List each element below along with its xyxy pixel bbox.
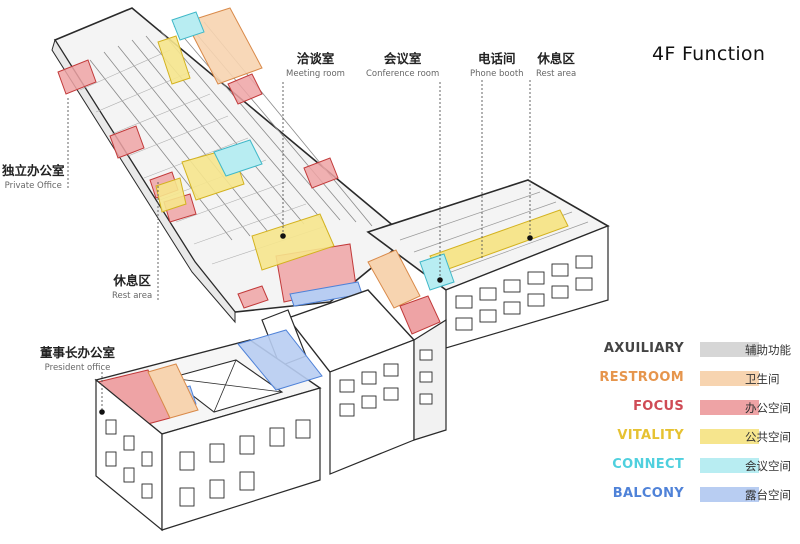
legend-name: BALCONY xyxy=(612,486,684,501)
restroom-top xyxy=(185,7,263,85)
callout-rest-area-top-zh: 休息区 xyxy=(537,51,575,66)
callout-phone-booth-en: Phone booth xyxy=(470,69,524,79)
callout-rest-area-mid-en: Rest area xyxy=(112,291,153,301)
callout-leaders xyxy=(67,80,531,410)
callout-private-office: 独立办公室 Private Office xyxy=(2,160,65,191)
legend-name: VITALITY xyxy=(617,428,684,443)
legend-row-restroom: RESTROOM 卫生间 xyxy=(596,369,800,389)
callout-phone-booth-zh: 电话间 xyxy=(478,51,516,66)
callout-rest-area-mid: 休息区 Rest area xyxy=(112,270,152,301)
legend-row-vitality: VITALITY 公共空间 xyxy=(596,427,800,447)
callout-meeting-room: 洽谈室 Meeting room xyxy=(286,48,345,79)
lower-building xyxy=(94,329,323,532)
legend-swatch xyxy=(700,342,759,357)
callout-meeting-room-zh: 洽谈室 xyxy=(296,51,335,66)
restroom-lower xyxy=(147,363,199,419)
main-wing-facade xyxy=(51,38,236,324)
restroom-right xyxy=(367,249,421,309)
callout-dots xyxy=(99,233,533,415)
callout-conference-room-zh: 会议室 xyxy=(383,51,422,66)
balcony-lower xyxy=(237,329,323,391)
callout-rest-area-top: 休息区 Rest area xyxy=(536,48,576,79)
private-office-5 xyxy=(237,285,269,309)
focus-office-right-1 xyxy=(227,73,263,105)
right-wing-windows xyxy=(455,255,593,331)
legend-zh: 公共空间 xyxy=(745,430,791,444)
legend-zh: 卫生间 xyxy=(745,372,780,386)
connect-middle xyxy=(213,139,263,177)
callout-private-office-zh: 独立办公室 xyxy=(2,163,65,178)
legend-row-balcony: BALCONY 露台空间 xyxy=(596,485,800,505)
legend-swatch xyxy=(700,458,759,473)
legend-zh: 办公空间 xyxy=(745,401,791,415)
legend-name: FOCUS xyxy=(633,399,684,414)
legend-swatch xyxy=(700,371,759,386)
vitality-bottom xyxy=(251,213,335,271)
vitality-top-strip xyxy=(157,35,191,85)
main-wing xyxy=(51,7,410,324)
callout-phone-booth: 电话间 Phone booth xyxy=(470,48,524,79)
legend-swatch xyxy=(700,429,759,444)
focus-right-corner xyxy=(399,295,441,335)
private-office-2 xyxy=(109,125,145,159)
central-building xyxy=(261,289,447,475)
vitality-left xyxy=(155,177,187,213)
legend-row-connect: CONNECT 会议空间 xyxy=(596,456,800,476)
legend-row-axuiliary: AXUILIARY 辅助功能 xyxy=(596,340,800,360)
right-wing xyxy=(366,179,610,349)
focus-office-right-2 xyxy=(303,157,339,189)
phone-booth xyxy=(419,253,455,291)
callout-rest-area-top-en: Rest area xyxy=(536,69,577,79)
callout-president-office: 董事长办公室 President office xyxy=(40,342,115,373)
central-windows xyxy=(339,349,433,417)
callout-rest-area-mid-zh: 休息区 xyxy=(113,273,151,288)
legend-zh: 会议空间 xyxy=(745,459,791,473)
legend-row-focus: FOCUS 办公空间 xyxy=(596,398,800,418)
lower-windows xyxy=(105,419,311,507)
page-title: 4F Function xyxy=(652,43,766,65)
legend-swatch xyxy=(700,400,759,415)
callout-conference-room: 会议室 Conference room xyxy=(366,48,439,79)
legend-name: AXUILIARY xyxy=(603,341,684,356)
callout-president-office-zh: 董事长办公室 xyxy=(40,345,116,360)
lower-front-facade xyxy=(161,387,321,531)
private-office-1 xyxy=(57,59,97,95)
connect-top xyxy=(171,11,205,41)
callout-conference-room-en: Conference room xyxy=(366,69,440,79)
legend-zh: 辅助功能 xyxy=(745,343,791,357)
legend-name: RESTROOM xyxy=(599,370,684,385)
legend-zh: 露台空间 xyxy=(745,488,791,502)
callout-meeting-room-en: Meeting room xyxy=(286,69,345,79)
callout-private-office-en: Private Office xyxy=(4,181,62,191)
legend-swatch xyxy=(700,487,759,502)
legend-name: CONNECT xyxy=(612,457,684,472)
callout-president-office-en: President office xyxy=(44,363,111,373)
